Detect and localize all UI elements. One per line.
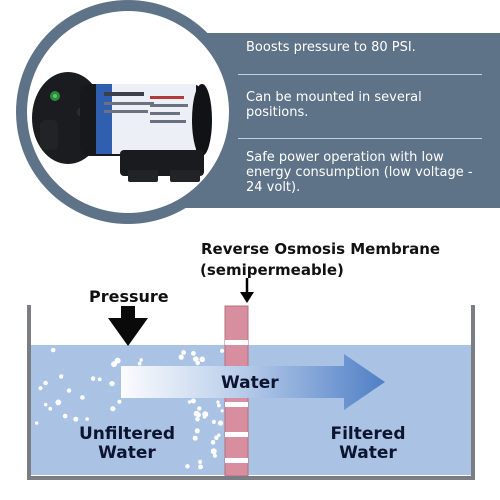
particle: [187, 400, 192, 404]
particle: [198, 459, 203, 464]
particle: [192, 435, 198, 441]
particle: [193, 410, 200, 417]
particle: [178, 354, 184, 360]
particle: [66, 388, 72, 393]
flow-label: Water: [221, 373, 279, 393]
particle: [110, 406, 116, 412]
feature-mounting: Can be mounted in several positions.: [246, 90, 422, 120]
particle: [111, 361, 117, 368]
membrane-title: Reverse Osmosis Membrane: [201, 240, 440, 258]
particle: [216, 400, 220, 404]
particle: [210, 440, 216, 445]
pressure-arrow: [108, 306, 148, 346]
particle: [181, 350, 187, 355]
particle: [210, 448, 217, 455]
particle: [43, 402, 48, 407]
particle: [35, 421, 39, 425]
particle: [220, 348, 225, 353]
particle: [185, 464, 190, 469]
particle: [199, 356, 206, 363]
particle: [43, 380, 48, 386]
feature-divider-2: [238, 138, 482, 139]
membrane-pointer-arrow: [240, 278, 254, 303]
membrane-subtitle: (semipermeable): [200, 261, 344, 279]
unfiltered-water-label: Unfiltered Water: [78, 424, 176, 463]
particle: [80, 395, 85, 400]
particle: [217, 433, 221, 437]
particle: [117, 399, 122, 404]
particle: [220, 409, 224, 413]
particle: [211, 419, 216, 424]
particle: [50, 347, 56, 353]
particle: [191, 351, 196, 356]
filtered-water-label: Filtered Water: [330, 424, 406, 463]
particle: [194, 428, 200, 434]
flow-arrow: [121, 354, 385, 410]
particle: [38, 386, 43, 391]
particle: [59, 374, 64, 379]
feature-pressure: Boosts pressure to 80 PSI.: [246, 40, 416, 55]
particle: [212, 453, 217, 458]
particle: [97, 377, 102, 382]
particle: [137, 361, 142, 366]
panel-background: [16, 0, 500, 224]
particle: [62, 413, 68, 419]
particle: [85, 417, 89, 421]
particle: [90, 376, 96, 381]
particle: [193, 356, 199, 362]
tank-wall: [27, 305, 475, 480]
particle: [73, 416, 79, 422]
particle: [48, 406, 53, 411]
particle: [198, 464, 203, 470]
particle: [190, 398, 196, 404]
particle: [197, 406, 202, 411]
particle: [214, 435, 219, 441]
particle: [109, 380, 115, 387]
feature-power: Safe power operation with low energy con…: [246, 150, 473, 195]
particle: [114, 357, 121, 364]
particle: [195, 417, 200, 422]
particles-group: [35, 347, 225, 470]
particle: [217, 403, 221, 408]
particle: [139, 358, 143, 362]
particle: [55, 399, 62, 406]
feature-divider-1: [238, 74, 482, 75]
pump-image: [32, 72, 212, 182]
particle: [202, 415, 207, 419]
pressure-label: Pressure: [89, 287, 169, 306]
particle: [217, 420, 224, 426]
